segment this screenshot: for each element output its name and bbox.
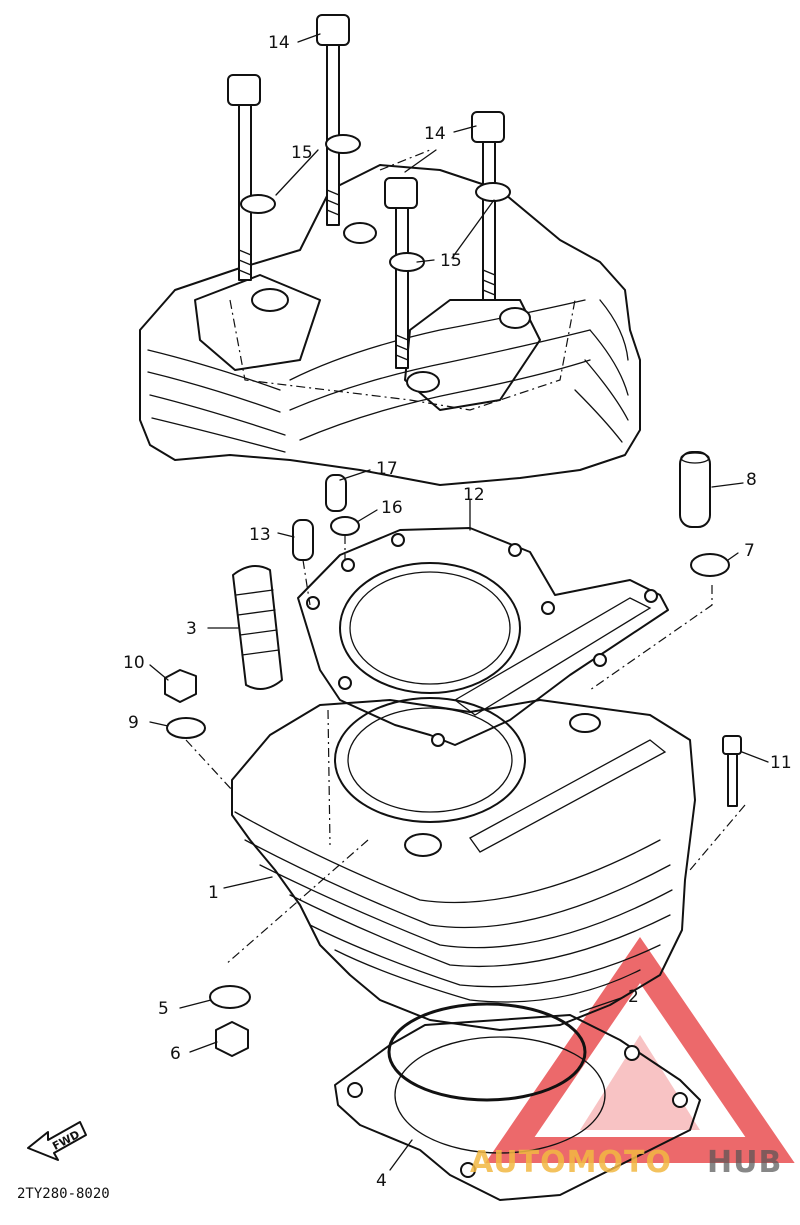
label-dowel-13: 13 (249, 525, 271, 545)
dowel-8-drawing (679, 451, 711, 528)
label-cylinder-1: 1 (208, 883, 219, 903)
head-bolt-left-rear-drawing (316, 14, 350, 226)
label-dowel-8: 8 (746, 470, 757, 490)
label-bolt-14-left: 14 (268, 33, 290, 53)
label-bolt-14-right: 14 (424, 124, 446, 144)
cylinder-head-drawing (139, 149, 641, 486)
washer-15-d-drawing (475, 182, 511, 202)
washer-15-a-drawing (240, 194, 276, 214)
washer-9-drawing (166, 717, 206, 739)
washer-5-drawing (209, 985, 251, 1009)
label-o-ring-2: 2 (628, 987, 639, 1007)
label-dowel-17: 17 (376, 459, 398, 479)
dowel-13-drawing (292, 519, 314, 561)
washer-15-c-drawing (389, 252, 425, 272)
head-bolt-right-drawing (471, 111, 505, 301)
nut-10-drawing (164, 669, 197, 703)
label-washer-5: 5 (158, 999, 169, 1019)
label-nut-6: 6 (170, 1044, 181, 1064)
base-gasket-drawing (334, 1014, 701, 1201)
label-washer-9: 9 (128, 713, 139, 733)
head-bolt-left-front-drawing (227, 74, 261, 281)
dowel-17-drawing (325, 474, 347, 512)
nut-6-drawing (215, 1021, 249, 1057)
drawing-code: 2TY280-8020 (17, 1186, 110, 1202)
label-washer-15-left: 15 (291, 143, 313, 163)
watermark-text-b: HUB (707, 1145, 782, 1180)
label-washer-7: 7 (744, 541, 755, 561)
cylinder-block-drawing (185, 697, 746, 1031)
washer-7-drawing (690, 553, 730, 577)
bolt-11-drawing (722, 735, 742, 807)
chain-guide-drawing (232, 565, 283, 690)
label-bolt-11: 11 (770, 753, 792, 773)
watermark-text-a: AUTOMOTO (470, 1145, 672, 1180)
label-chain-guide-3: 3 (186, 619, 197, 639)
watermark-logo-icon (485, 936, 795, 1163)
forward-arrow-icon (27, 1121, 87, 1161)
label-washer-15-right: 15 (440, 251, 462, 271)
label-head-gasket-12: 12 (463, 485, 485, 505)
oring-16-drawing (330, 516, 360, 536)
o-ring-drawing (387, 1002, 587, 1102)
leader-lines (149, 33, 769, 1171)
washer-15-b-drawing (325, 134, 361, 154)
label-oring-16: 16 (381, 498, 403, 518)
label-nut-10: 10 (123, 653, 145, 673)
head-gasket-drawing (297, 527, 669, 747)
head-bolt-center-drawing (384, 177, 418, 369)
label-base-gasket-4: 4 (376, 1171, 387, 1191)
